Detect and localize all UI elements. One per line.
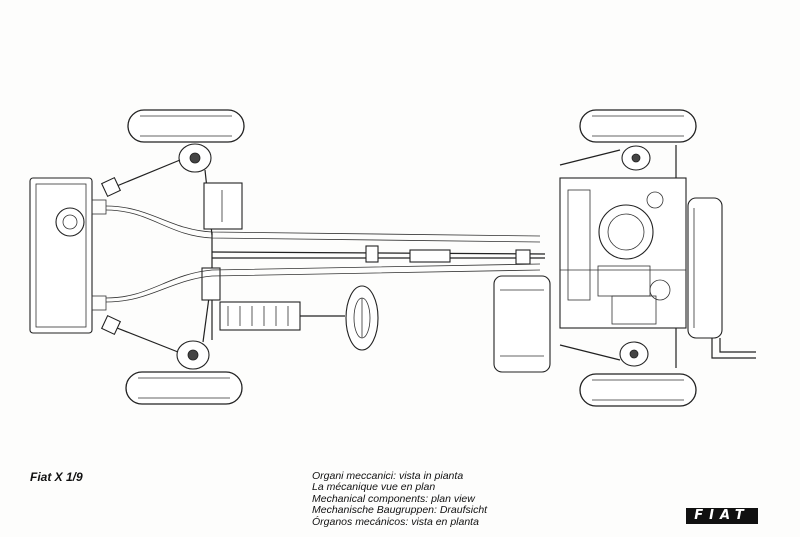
rear-left-wheel [579, 109, 697, 143]
steering-assembly [201, 232, 379, 351]
rear-right-wheel [579, 373, 697, 407]
caption-french: La mécanique vue en plan [312, 481, 436, 494]
front-left-wheel [127, 109, 245, 143]
front-suspension [100, 143, 243, 370]
fuel-tank [493, 275, 551, 373]
model-title: Fiat X 1/9 [30, 470, 83, 484]
caption-block: Organi meccanici: vista in pianta La méc… [312, 470, 488, 528]
exhaust-silencer [687, 197, 756, 359]
caption-english: Mechanical components: plan view [312, 492, 475, 505]
fiat-logo: FIAT [686, 508, 758, 524]
caption-spanish: Órganos mecánicos: vista en planta [312, 515, 479, 528]
chassis-plan-drawing [29, 109, 756, 407]
front-right-wheel [125, 371, 243, 405]
caption-german: Mechanische Baugruppen: Draufsicht [312, 504, 488, 517]
caption-italian: Organi meccanici: vista in pianta [312, 470, 464, 482]
pipes-and-cables [105, 205, 546, 303]
radiator [29, 177, 107, 334]
engine-gearbox [559, 177, 687, 329]
